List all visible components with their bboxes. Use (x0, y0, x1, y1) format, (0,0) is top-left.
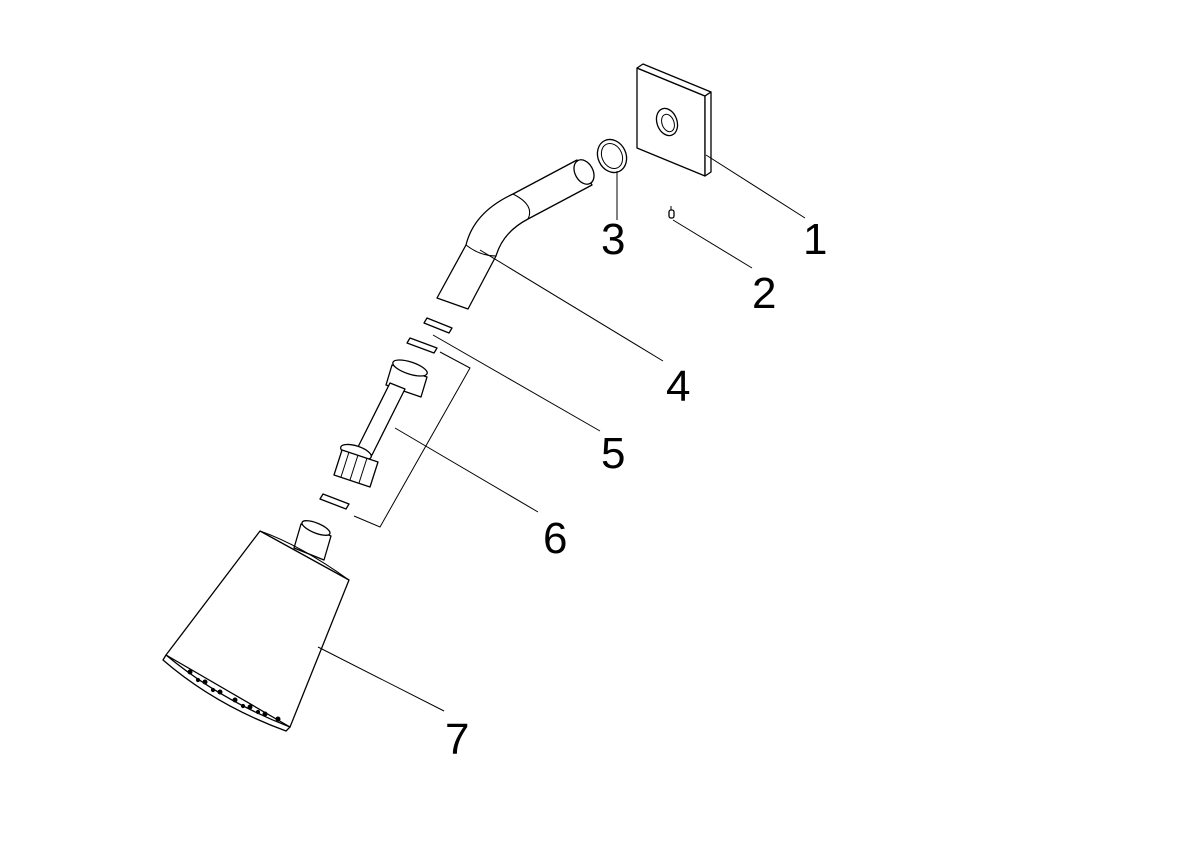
callout-3: 3 (601, 215, 625, 264)
leader-lines (317, 154, 806, 712)
leader-2 (672, 219, 753, 269)
callouts: 1 2 3 4 5 6 7 (445, 215, 827, 764)
callout-2: 2 (752, 269, 776, 318)
leader-4 (479, 249, 664, 362)
leader-6 (394, 427, 539, 513)
leader-1 (705, 154, 806, 219)
callout-6: 6 (543, 514, 567, 563)
part-ball-joint-kit (319, 351, 471, 528)
part-shower-arm (436, 159, 595, 310)
leader-5 (432, 334, 601, 432)
callout-7: 7 (445, 715, 469, 764)
part-shower-head (162, 520, 350, 732)
part-set-screw (668, 206, 675, 219)
callout-4: 4 (666, 362, 690, 411)
part-flange (636, 63, 712, 177)
callout-5: 5 (601, 429, 625, 478)
leader-7 (317, 646, 445, 712)
callout-1: 1 (803, 215, 827, 264)
part-o-ring (596, 138, 628, 174)
part-washer (406, 317, 453, 354)
